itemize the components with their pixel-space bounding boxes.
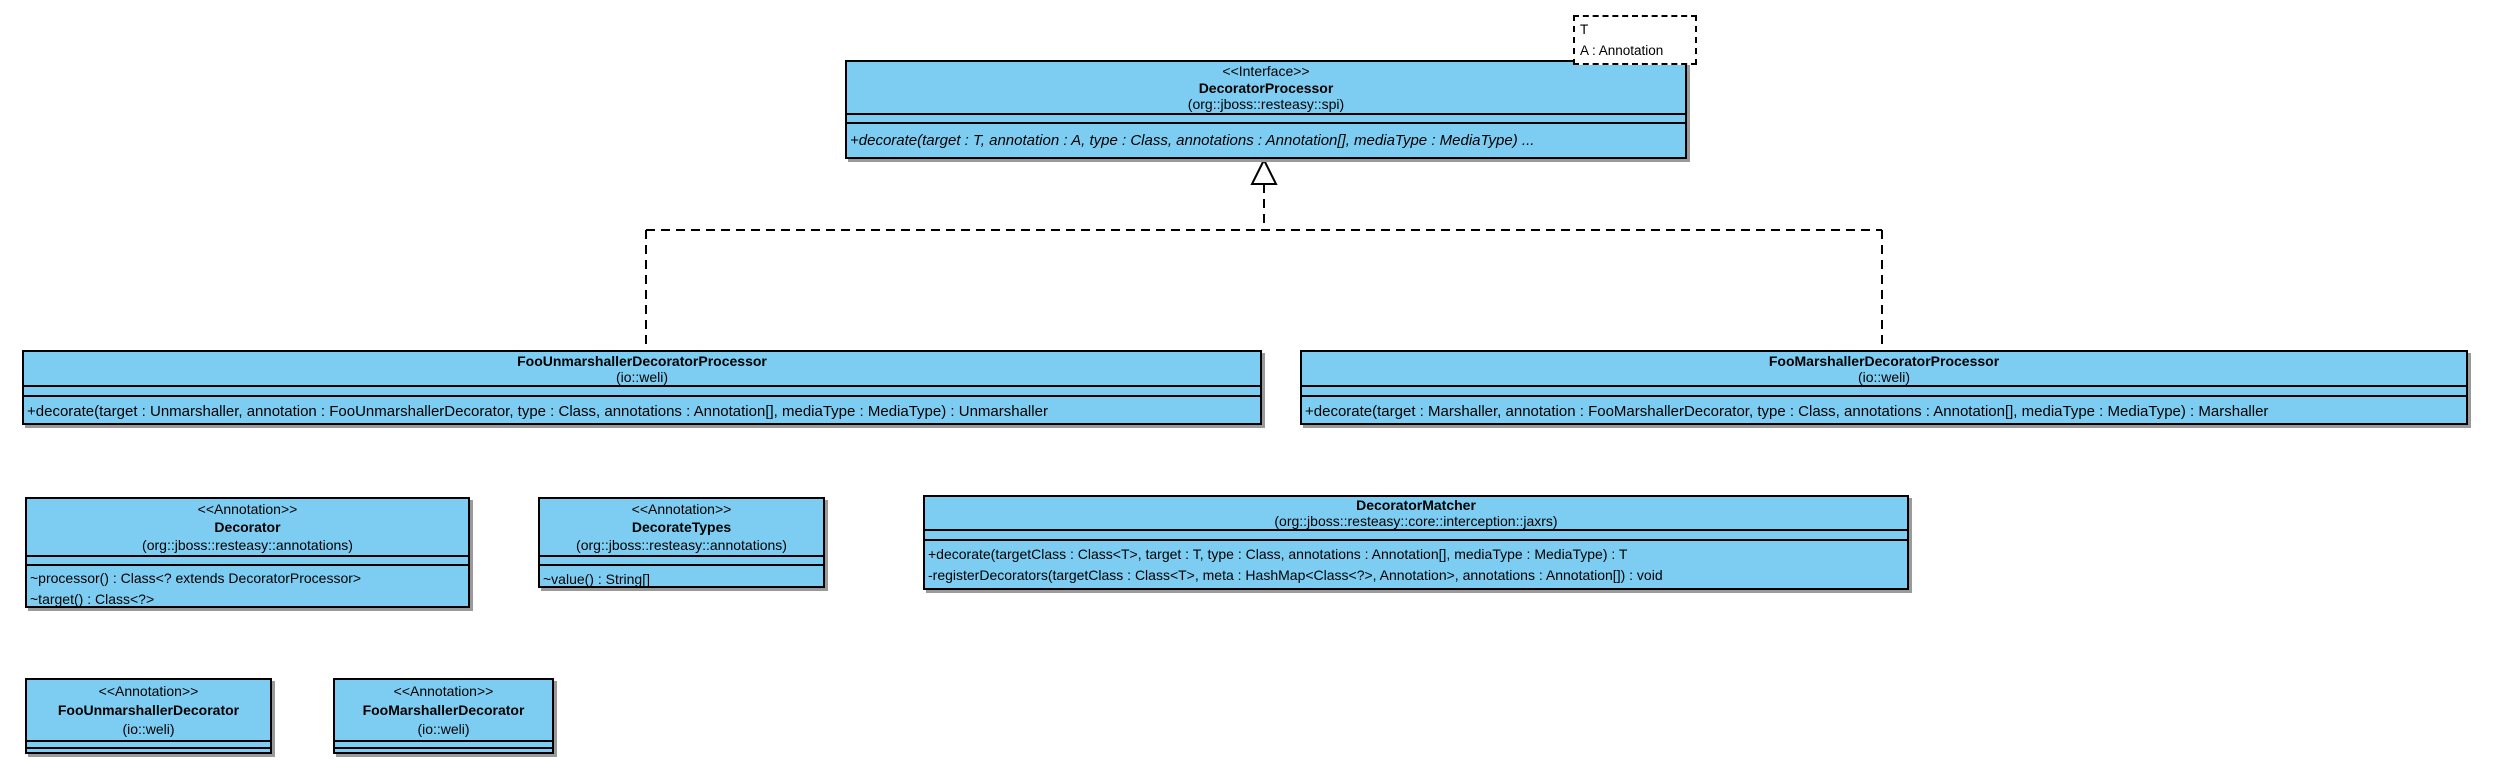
- methods-compartment: +decorate(target : Marshaller, annotatio…: [1302, 395, 2466, 428]
- class-name: Decorator: [214, 519, 281, 535]
- stereotype-label: <<Annotation>>: [631, 501, 732, 517]
- method-label: ~target() : Class<?>: [30, 591, 155, 607]
- class-header: DecoratorMatcher (org::jboss::resteasy::…: [925, 497, 1907, 529]
- class-name: DecoratorMatcher: [1356, 497, 1476, 513]
- attributes-compartment-empty: [335, 740, 552, 747]
- class-header: <<Annotation>> Decorator (org::jboss::re…: [27, 499, 468, 555]
- class-name: FooMarshallerDecoratorProcessor: [1768, 353, 2000, 369]
- attributes-compartment-empty: [925, 529, 1907, 539]
- class-header: FooUnmarshallerDecoratorProcessor (io::w…: [24, 352, 1260, 385]
- attributes-compartment-empty: [847, 113, 1685, 122]
- class-box-decoratetypes[interactable]: <<Annotation>> DecorateTypes (org::jboss…: [538, 497, 825, 588]
- attributes-compartment-empty: [27, 740, 270, 747]
- attributes-compartment-empty: [540, 555, 823, 564]
- class-box-decoratormatcher[interactable]: DecoratorMatcher (org::jboss::resteasy::…: [923, 495, 1909, 590]
- class-name: DecoratorProcessor: [1198, 79, 1334, 96]
- class-header: <<Annotation>> FooMarshallerDecorator (i…: [335, 680, 552, 740]
- class-box-decorator[interactable]: <<Annotation>> Decorator (org::jboss::re…: [25, 497, 470, 608]
- method-label: ~value() : String[]: [543, 571, 650, 587]
- package-label: (org::jboss::resteasy::annotations): [576, 537, 787, 553]
- template-parameters-box[interactable]: T A : Annotation: [1573, 15, 1697, 65]
- class-header: <<Interface>> DecoratorProcessor (org::j…: [847, 62, 1685, 113]
- method-label: -registerDecorators(targetClass : Class<…: [928, 567, 1663, 583]
- attributes-compartment-empty: [24, 385, 1260, 395]
- class-name: DecorateTypes: [631, 519, 732, 535]
- class-box-foomarshallerdecoratorprocessor[interactable]: FooMarshallerDecoratorProcessor (io::wel…: [1300, 350, 2468, 425]
- stereotype-label: <<Annotation>>: [393, 683, 494, 699]
- class-box-foounmarshallerdecoratorprocessor[interactable]: FooUnmarshallerDecoratorProcessor (io::w…: [22, 350, 1262, 425]
- method-label: +decorate(targetClass : Class<T>, target…: [928, 546, 1628, 562]
- package-label: (org::jboss::resteasy::annotations): [142, 537, 353, 553]
- template-param-t: T: [1580, 22, 1589, 37]
- method-label: ~processor() : Class<? extends Decorator…: [30, 570, 362, 586]
- methods-compartment: +decorate(target : Unmarshaller, annotat…: [24, 395, 1260, 428]
- methods-compartment-empty: [335, 747, 552, 754]
- method-label: +decorate(target : T, annotation : A, ty…: [850, 132, 1535, 149]
- class-header: FooMarshallerDecoratorProcessor (io::wel…: [1302, 352, 2466, 385]
- template-param-a: A : Annotation: [1580, 43, 1664, 58]
- attributes-compartment-empty: [1302, 385, 2466, 395]
- methods-compartment: ~processor() : Class<? extends Decorator…: [27, 564, 468, 611]
- class-header: <<Annotation>> FooUnmarshallerDecorator …: [27, 680, 270, 740]
- class-name: FooMarshallerDecorator: [362, 702, 525, 718]
- stereotype-label: <<Annotation>>: [98, 683, 199, 699]
- methods-compartment: +decorate(target : T, annotation : A, ty…: [847, 122, 1685, 164]
- method-label: +decorate(target : Marshaller, annotatio…: [1305, 403, 2269, 420]
- class-box-foounmarshallerdecorator[interactable]: <<Annotation>> FooUnmarshallerDecorator …: [25, 678, 272, 754]
- package-label: (io::weli): [615, 369, 669, 385]
- attributes-compartment-empty: [27, 555, 468, 564]
- class-name: FooUnmarshallerDecorator: [57, 702, 240, 718]
- methods-compartment: +decorate(targetClass : Class<T>, target…: [925, 539, 1907, 592]
- stereotype-label: <<Annotation>>: [197, 501, 298, 517]
- methods-compartment-empty: [27, 747, 270, 754]
- class-header: <<Annotation>> DecorateTypes (org::jboss…: [540, 499, 823, 555]
- method-label: +decorate(target : Unmarshaller, annotat…: [27, 403, 1048, 420]
- package-label: (io::weli): [1857, 369, 1911, 385]
- class-box-foomarshallerdecorator[interactable]: <<Annotation>> FooMarshallerDecorator (i…: [333, 678, 554, 754]
- methods-compartment: ~value() : String[]: [540, 564, 823, 592]
- package-label: (org::jboss::resteasy::core::interceptio…: [1274, 512, 1558, 529]
- class-name: FooUnmarshallerDecoratorProcessor: [517, 353, 767, 369]
- class-box-decoratorprocessor[interactable]: <<Interface>> DecoratorProcessor (org::j…: [845, 60, 1687, 159]
- package-label: (org::jboss::resteasy::spi): [1187, 96, 1345, 112]
- stereotype-label: <<Interface>>: [1222, 63, 1310, 79]
- package-label: (io::weli): [122, 721, 175, 737]
- package-label: (io::weli): [417, 721, 470, 737]
